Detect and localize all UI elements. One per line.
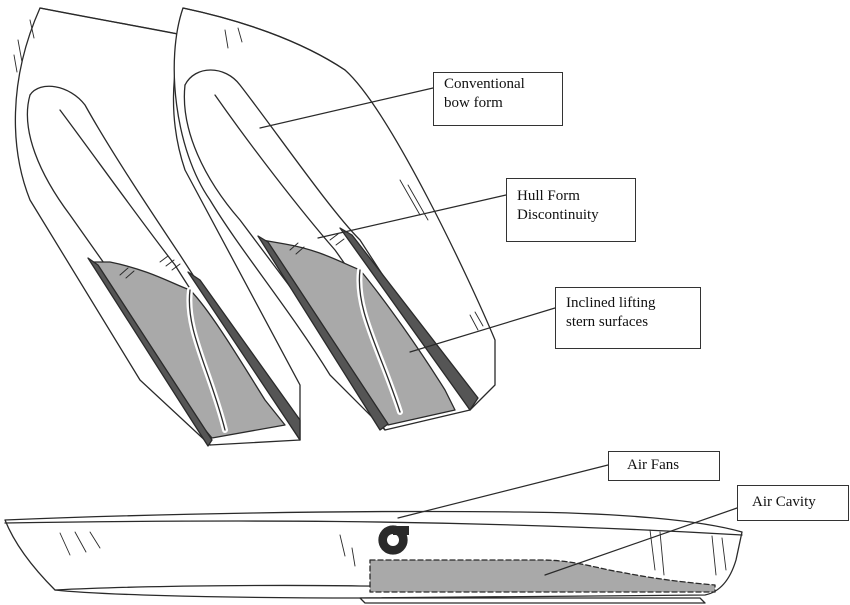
- left-deck-edge: [39, 7, 184, 36]
- left-demihull: [13, 7, 301, 447]
- profile-sheer: [4, 520, 743, 536]
- label-bow-form-line1: Conventional: [444, 76, 525, 92]
- right-chine: [184, 69, 471, 411]
- leader-lines: [259, 87, 738, 576]
- cavity-leader: [544, 507, 738, 576]
- profile-chine: [54, 584, 701, 591]
- right-stern-wall-right: [339, 227, 479, 411]
- left-chine: [29, 85, 301, 441]
- air-fan-icon: [378, 525, 409, 555]
- right-stern-wall-left: [257, 235, 389, 431]
- right-deck-edge: [182, 7, 346, 71]
- side-profile: [4, 510, 743, 604]
- left-stern-wall-right: [187, 271, 301, 441]
- air-cavity-region: [369, 559, 716, 593]
- label-stern-surfaces: Inclined lifting stern surfaces: [555, 287, 701, 349]
- label-hull-discontinuity-line2: Discontinuity: [517, 207, 599, 223]
- label-hull-discontinuity: Hull Form Discontinuity: [506, 178, 636, 242]
- fans-leader: [397, 464, 609, 519]
- right-demihull: [173, 7, 496, 431]
- discontinuity-leader: [317, 194, 507, 239]
- label-hull-discontinuity-line1: Hull Form: [517, 188, 580, 204]
- left-stern-wall-left: [87, 257, 213, 447]
- label-air-cavity: Air Cavity: [737, 485, 849, 521]
- label-bow-form-line2: bow form: [444, 95, 503, 111]
- label-air-cavity-text: Air Cavity: [752, 494, 816, 510]
- label-air-fans-text: Air Fans: [627, 457, 680, 473]
- stern-leader: [409, 307, 556, 353]
- label-stern-surfaces-line2: stern surfaces: [566, 314, 649, 330]
- bow-leader: [259, 87, 434, 129]
- label-air-fans: Air Fans: [608, 451, 720, 481]
- label-bow-form: Conventional bow form: [433, 72, 563, 126]
- label-stern-surfaces-line1: Inclined lifting: [566, 295, 656, 311]
